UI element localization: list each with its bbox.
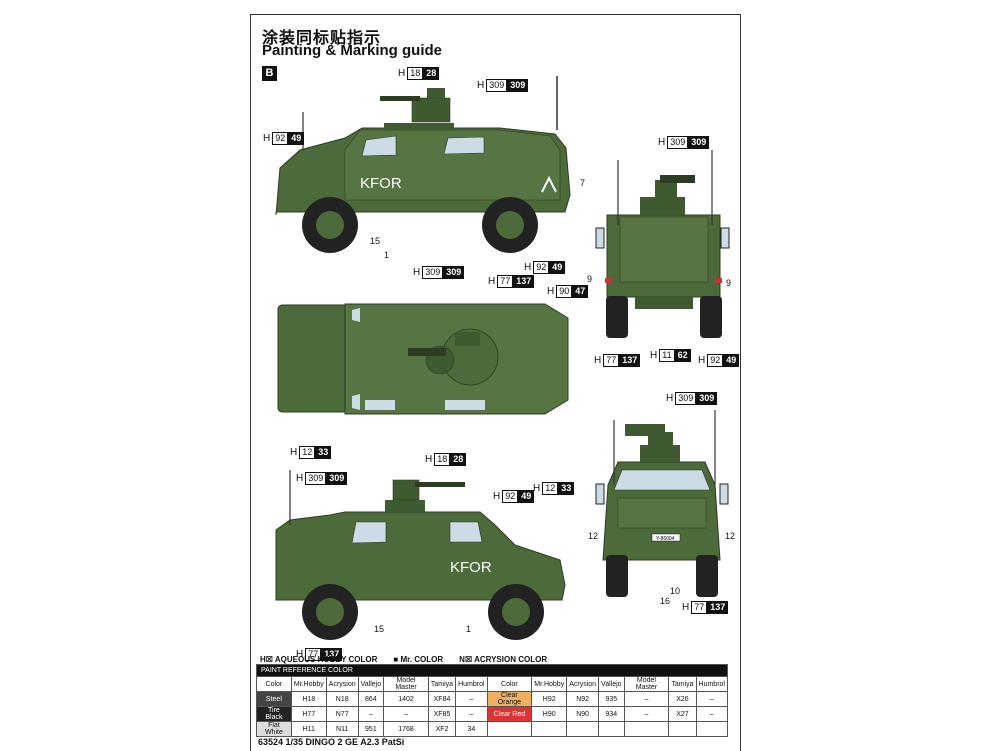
legend-mr-color: ■ Mr. COLOR <box>393 655 444 664</box>
legend-aqueous: H☒ AQUEOUS HOBBY COLOR <box>260 655 378 664</box>
side-view-left: KFOR <box>275 76 571 253</box>
kfor-marking-right: KFOR <box>450 559 492 576</box>
part-number-12-right: 12 <box>725 531 736 541</box>
part-number-9-right: 9 <box>726 278 732 288</box>
part-number-1: 1 <box>384 250 390 260</box>
part-number-7: 7 <box>580 178 586 188</box>
front-plate: Y-86004 <box>656 536 675 542</box>
legend-acrysion: N☒ ACRYSION COLOR <box>459 655 548 664</box>
part-number-15: 15 <box>370 236 381 246</box>
part-number-9-left: 9 <box>587 274 593 284</box>
part-number-16: 16 <box>660 596 671 606</box>
footer-model-info: 63524 1/35 DINGO 2 GE A2.3 PatSi <box>258 737 405 747</box>
variant-badge: B <box>262 66 277 81</box>
part-number-1-side: 1 <box>466 624 472 634</box>
page-title: Painting & Marking guide <box>262 42 443 59</box>
table-caption: PAINT REFERENCE COLOR <box>256 664 728 677</box>
part-number-12-left: 12 <box>588 531 599 541</box>
kfor-marking-left: KFOR <box>360 175 402 192</box>
front-view: Y-86004 <box>595 410 729 597</box>
part-number-15-side: 15 <box>374 624 385 634</box>
paint-legend: H☒ AQUEOUS HOBBY COLOR ■ Mr. COLOR N☒ AC… <box>260 655 547 664</box>
part-number-10: 10 <box>670 586 681 596</box>
rear-view <box>595 150 730 338</box>
page-title-chinese: 涂装同标贴指示 <box>262 28 382 47</box>
top-view <box>277 303 569 415</box>
side-view-right: KFOR <box>275 470 566 640</box>
